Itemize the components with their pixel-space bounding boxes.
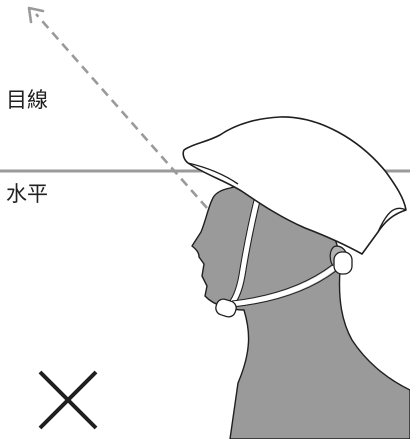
incorrect-mark [38, 370, 98, 430]
gaze-label: 目線 [6, 88, 48, 112]
helmet-strap-side-outline [225, 195, 256, 306]
rear-adjuster [333, 251, 353, 275]
horizontal-label: 水平 [6, 182, 48, 206]
helmet-strap-rear [229, 265, 337, 307]
helmet-strap-rear-outline [231, 264, 333, 302]
strap-buckle [215, 298, 237, 318]
helmet-strap-rear-outline-2 [232, 270, 337, 308]
helmet-shell [182, 116, 407, 255]
helmet-rear-ridge [377, 207, 407, 233]
gaze-arrowhead [27, 6, 45, 24]
gaze-arrow-line [35, 13, 208, 209]
helmet-lower-rim [187, 162, 239, 185]
